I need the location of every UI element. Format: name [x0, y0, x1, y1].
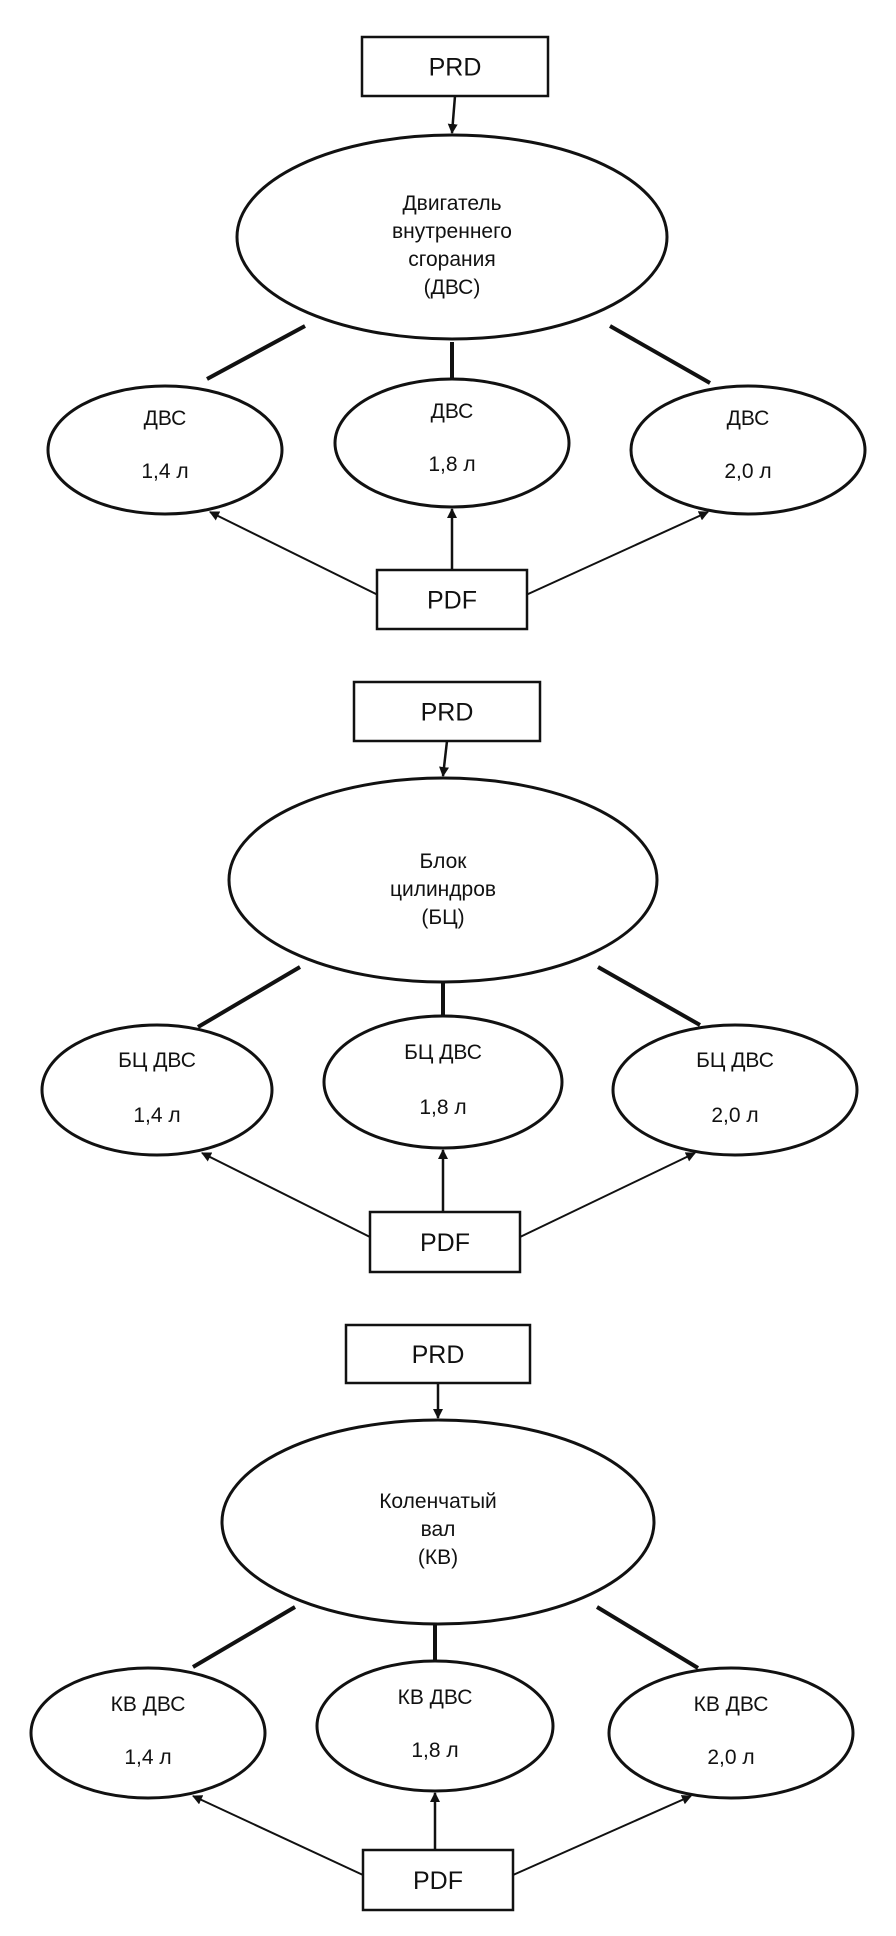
prd-box: [344, 1323, 532, 1385]
main-node-label-line: вал: [421, 1518, 456, 1541]
child-node-name: ДВС: [727, 407, 770, 430]
child-node-volume: 1,4 л: [133, 1104, 180, 1127]
main-to-child-connector-1: [206, 324, 306, 381]
pdf-label: PDF: [427, 587, 477, 615]
main-to-child-connector-1: [191, 1605, 297, 1669]
child-node-name: КВ ДВС: [398, 1686, 473, 1709]
main-node-label-line: цилиндров: [390, 878, 496, 901]
main-node-label-line: (КВ): [418, 1546, 458, 1569]
main-node-label-line: сгорания: [408, 248, 495, 271]
pdf-box: [361, 1848, 515, 1912]
child-node-name: КВ ДВС: [111, 1693, 186, 1716]
child-node-ellipse-2: [315, 1659, 555, 1793]
diagram-2: PRD Блок цилиндров (БЦ) БЦ ДВС 1,4 л БЦ ДВС 1,8…: [40, 680, 859, 1274]
child-node-ellipse-3: [607, 1666, 855, 1800]
child-node-volume: 1,8 л: [411, 1739, 458, 1762]
prd-box: [352, 680, 542, 743]
main-node-label-line: Двигатель: [402, 192, 501, 215]
pdf-label: PDF: [413, 1867, 463, 1895]
pdf-box: [368, 1210, 522, 1274]
diagram-1: PRD Двигатель внутреннего сгорания (ДВС) ДВС 1…: [46, 35, 867, 631]
main-node-label-line: Блок: [420, 850, 468, 873]
child-node-volume: 2,0 л: [711, 1104, 758, 1127]
child-node-ellipse-2: [322, 1014, 564, 1150]
child-node-ellipse-3: [611, 1023, 859, 1157]
pdf-arrow-right: [519, 1152, 696, 1238]
main-to-child-connector-3: [595, 1605, 700, 1670]
prd-label: PRD: [412, 1341, 465, 1369]
pdf-arrow-left: [192, 1795, 364, 1876]
child-node-ellipse-1: [40, 1023, 274, 1157]
child-node-volume: 1,4 л: [124, 1746, 171, 1769]
child-node-name: ДВС: [144, 407, 187, 430]
pdf-arrow-right: [512, 1795, 692, 1876]
child-node-volume: 2,0 л: [724, 460, 771, 483]
child-node-ellipse-3: [629, 384, 867, 516]
main-node-label-line: Коленчатый: [379, 1490, 497, 1513]
child-node-name: ДВС: [431, 400, 474, 423]
child-node-volume: 1,4 л: [141, 460, 188, 483]
child-node-name: КВ ДВС: [694, 1693, 769, 1716]
prd-arrow: [447, 95, 458, 134]
main-node-ellipse: [220, 1418, 656, 1626]
child-node-volume: 2,0 л: [707, 1746, 754, 1769]
prd-arrow: [439, 740, 449, 777]
main-node-label-line: (БЦ): [421, 906, 464, 929]
child-node-volume: 1,8 л: [419, 1096, 466, 1119]
prd-label: PRD: [421, 699, 474, 727]
main-to-child-connector-3: [609, 324, 711, 385]
pdf-arrow-left: [209, 511, 378, 596]
main-node-ellipse: [235, 133, 669, 341]
child-node-name: БЦ ДВС: [118, 1049, 196, 1072]
main-to-child-connector-3: [597, 965, 701, 1027]
diagram-3: PRD Коленчатый вал (КВ) КВ ДВС 1,4 л КВ ДВС 1,8…: [29, 1323, 855, 1912]
pdf-box: [375, 568, 529, 631]
pdf-arrow-left: [201, 1152, 371, 1238]
child-node-ellipse-2: [333, 377, 571, 509]
pdf-arrow-right: [526, 511, 709, 596]
child-node-name: БЦ ДВС: [404, 1041, 482, 1064]
pdf-label: PDF: [420, 1229, 470, 1257]
main-node-ellipse: [227, 776, 659, 984]
prd-label: PRD: [429, 54, 482, 82]
child-node-ellipse-1: [29, 1666, 267, 1800]
main-node-label-line: (ДВС): [424, 276, 481, 299]
child-node-ellipse-1: [46, 384, 284, 516]
main-node-label-line: внутреннего: [392, 220, 512, 243]
child-node-name: БЦ ДВС: [696, 1049, 774, 1072]
main-to-child-connector-1: [196, 965, 302, 1029]
child-node-volume: 1,8 л: [428, 453, 475, 476]
